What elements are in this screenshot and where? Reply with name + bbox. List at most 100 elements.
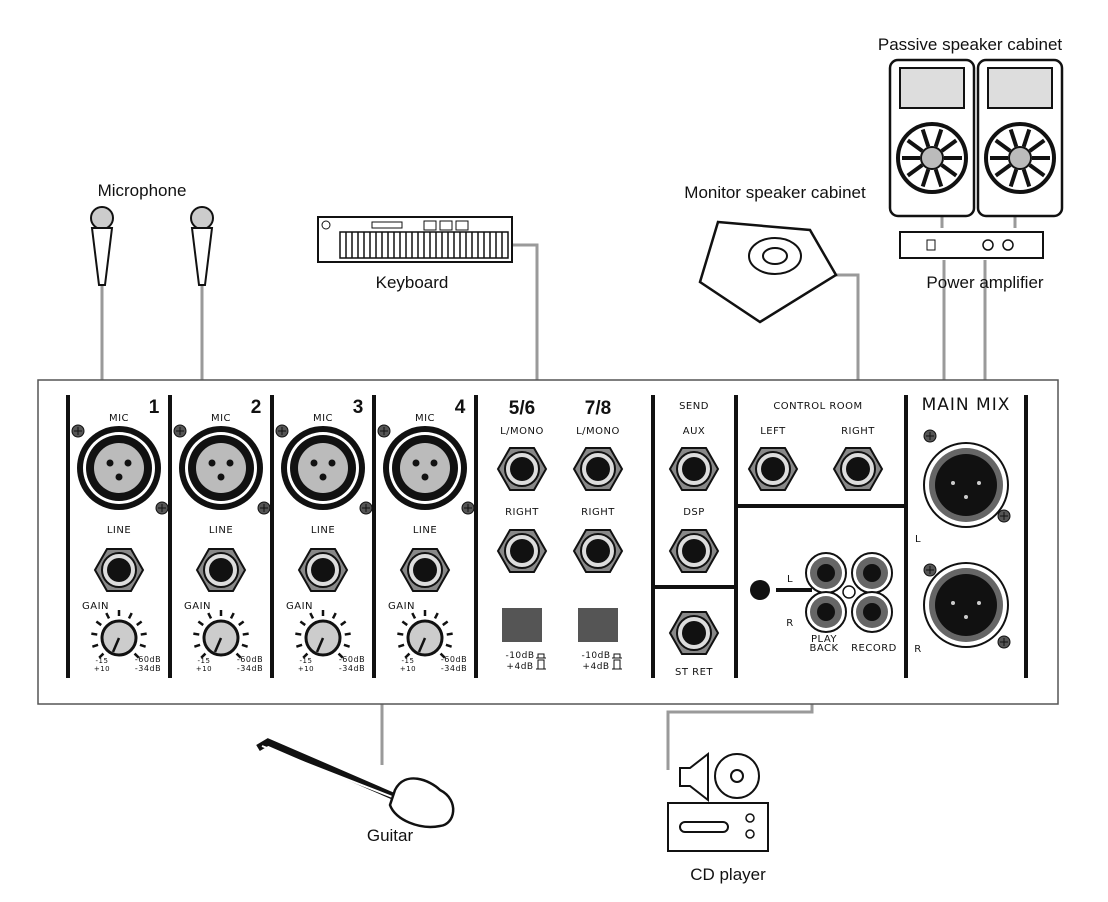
left-mono-label: L/MONO	[500, 426, 544, 437]
guitar-icon	[256, 738, 455, 829]
send-label: SEND	[679, 401, 709, 412]
main-mix-right-xlr[interactable]	[923, 562, 1009, 648]
level-switch[interactable]	[578, 608, 618, 642]
channel-number: 5/6	[509, 398, 535, 419]
mic-input-xlr[interactable]	[77, 426, 161, 510]
channel-number: 1	[149, 397, 160, 418]
passive-speaker-label: Passive speaker cabinet	[878, 35, 1063, 54]
screw-icon	[997, 509, 1011, 523]
line-input-jack[interactable]	[195, 548, 247, 592]
line-label: LINE	[311, 525, 335, 536]
power-amplifier-label: Power amplifier	[926, 273, 1043, 292]
right-jack[interactable]	[572, 529, 624, 573]
screw-icon	[461, 501, 475, 515]
screw-icon	[359, 501, 373, 515]
right-jack[interactable]	[496, 529, 548, 573]
channel-number: 2	[251, 397, 262, 418]
level-plus4-label: +4dB	[582, 662, 609, 672]
control-room-left-label: LEFT	[760, 426, 786, 437]
level-minus10-label: -10dB	[581, 651, 610, 661]
monitor-speaker-icon	[698, 220, 838, 324]
left-mono-jack[interactable]	[496, 447, 548, 491]
gain-min-label: +10	[298, 665, 314, 673]
record-label: RECORD	[851, 643, 897, 654]
line-input-jack[interactable]	[399, 548, 451, 592]
aux-send-jack[interactable]	[668, 447, 720, 491]
dsp-send-jack[interactable]	[668, 529, 720, 573]
gain-label: GAIN	[388, 601, 415, 612]
gain-min-label: +10	[94, 665, 110, 673]
control-room-right-jack[interactable]	[832, 447, 884, 491]
stereo-return-label: ST RET	[675, 667, 713, 678]
record-right-rca[interactable]	[851, 591, 893, 633]
passive-speaker-icon	[976, 58, 1064, 218]
channel-number: 3	[353, 397, 364, 418]
line-input-jack[interactable]	[93, 548, 145, 592]
right-label: RIGHT	[581, 507, 615, 518]
right-label: RIGHT	[505, 507, 539, 518]
playback-right-rca[interactable]	[805, 591, 847, 633]
record-left-rca[interactable]	[851, 552, 893, 594]
left-mono-label: L/MONO	[576, 426, 620, 437]
playback-left-rca[interactable]	[805, 552, 847, 594]
rca-right-label: R	[786, 618, 793, 629]
gain-min-label: -15	[300, 657, 313, 665]
mic-input-xlr[interactable]	[179, 426, 263, 510]
aux-label: AUX	[683, 426, 706, 437]
gain-max-label: -60dB	[237, 655, 263, 664]
screw-icon	[377, 424, 391, 438]
left-mono-jack[interactable]	[572, 447, 624, 491]
gain-knob[interactable]	[91, 610, 147, 659]
cd-player-icon	[667, 751, 769, 852]
main-mix-l-label: L	[915, 534, 921, 545]
switch-position-icon	[536, 653, 546, 670]
main-mix-left-xlr[interactable]	[923, 442, 1009, 528]
gain-label: GAIN	[286, 601, 313, 612]
microphone-icon	[190, 206, 214, 286]
gain-min-label: -15	[96, 657, 109, 665]
gain-max-label: -34dB	[441, 664, 467, 673]
screw-icon	[923, 429, 937, 443]
keyboard-label: Keyboard	[376, 273, 449, 292]
mic-label: MIC	[415, 413, 435, 424]
stereo-channels: 5/6L/MONORIGHT-10dB+4dB7/8L/MONORIGHT-10…	[496, 398, 624, 672]
line-label: LINE	[209, 525, 233, 536]
gain-knob[interactable]	[295, 610, 351, 659]
gain-knob[interactable]	[193, 610, 249, 659]
gain-max-label: -60dB	[135, 655, 161, 664]
line-label: LINE	[413, 525, 437, 536]
gain-label: GAIN	[82, 601, 109, 612]
line-input-jack[interactable]	[297, 548, 349, 592]
gain-max-label: -34dB	[135, 664, 161, 673]
guitar-label: Guitar	[367, 826, 414, 845]
gain-min-label: +10	[196, 665, 212, 673]
screw-icon	[997, 635, 1011, 649]
screw-icon	[923, 563, 937, 577]
main-mix-r-label: R	[914, 644, 921, 655]
level-switch[interactable]	[502, 608, 542, 642]
screw-icon	[257, 501, 271, 515]
stereo-return-jack[interactable]	[668, 611, 720, 655]
mic-input-xlr[interactable]	[281, 426, 365, 510]
mic-label: MIC	[109, 413, 129, 424]
mic-input-xlr[interactable]	[383, 426, 467, 510]
gain-max-label: -34dB	[237, 664, 263, 673]
gain-min-label: -15	[198, 657, 211, 665]
gain-max-label: -60dB	[339, 655, 365, 664]
control-room-right-label: RIGHT	[841, 426, 875, 437]
passive-speakers	[888, 58, 1064, 218]
control-room-left-jack[interactable]	[747, 447, 799, 491]
gain-knob[interactable]	[397, 610, 453, 659]
gain-label: GAIN	[184, 601, 211, 612]
switch-position-icon	[612, 653, 622, 670]
control-room-label: CONTROL ROOM	[773, 401, 862, 412]
playback-label: PLAY	[811, 634, 837, 645]
mono-channels: 1MICLINEGAIN-15+10-60dB-34dB2MICLINEGAIN…	[66, 395, 478, 678]
mic-label: MIC	[313, 413, 333, 424]
